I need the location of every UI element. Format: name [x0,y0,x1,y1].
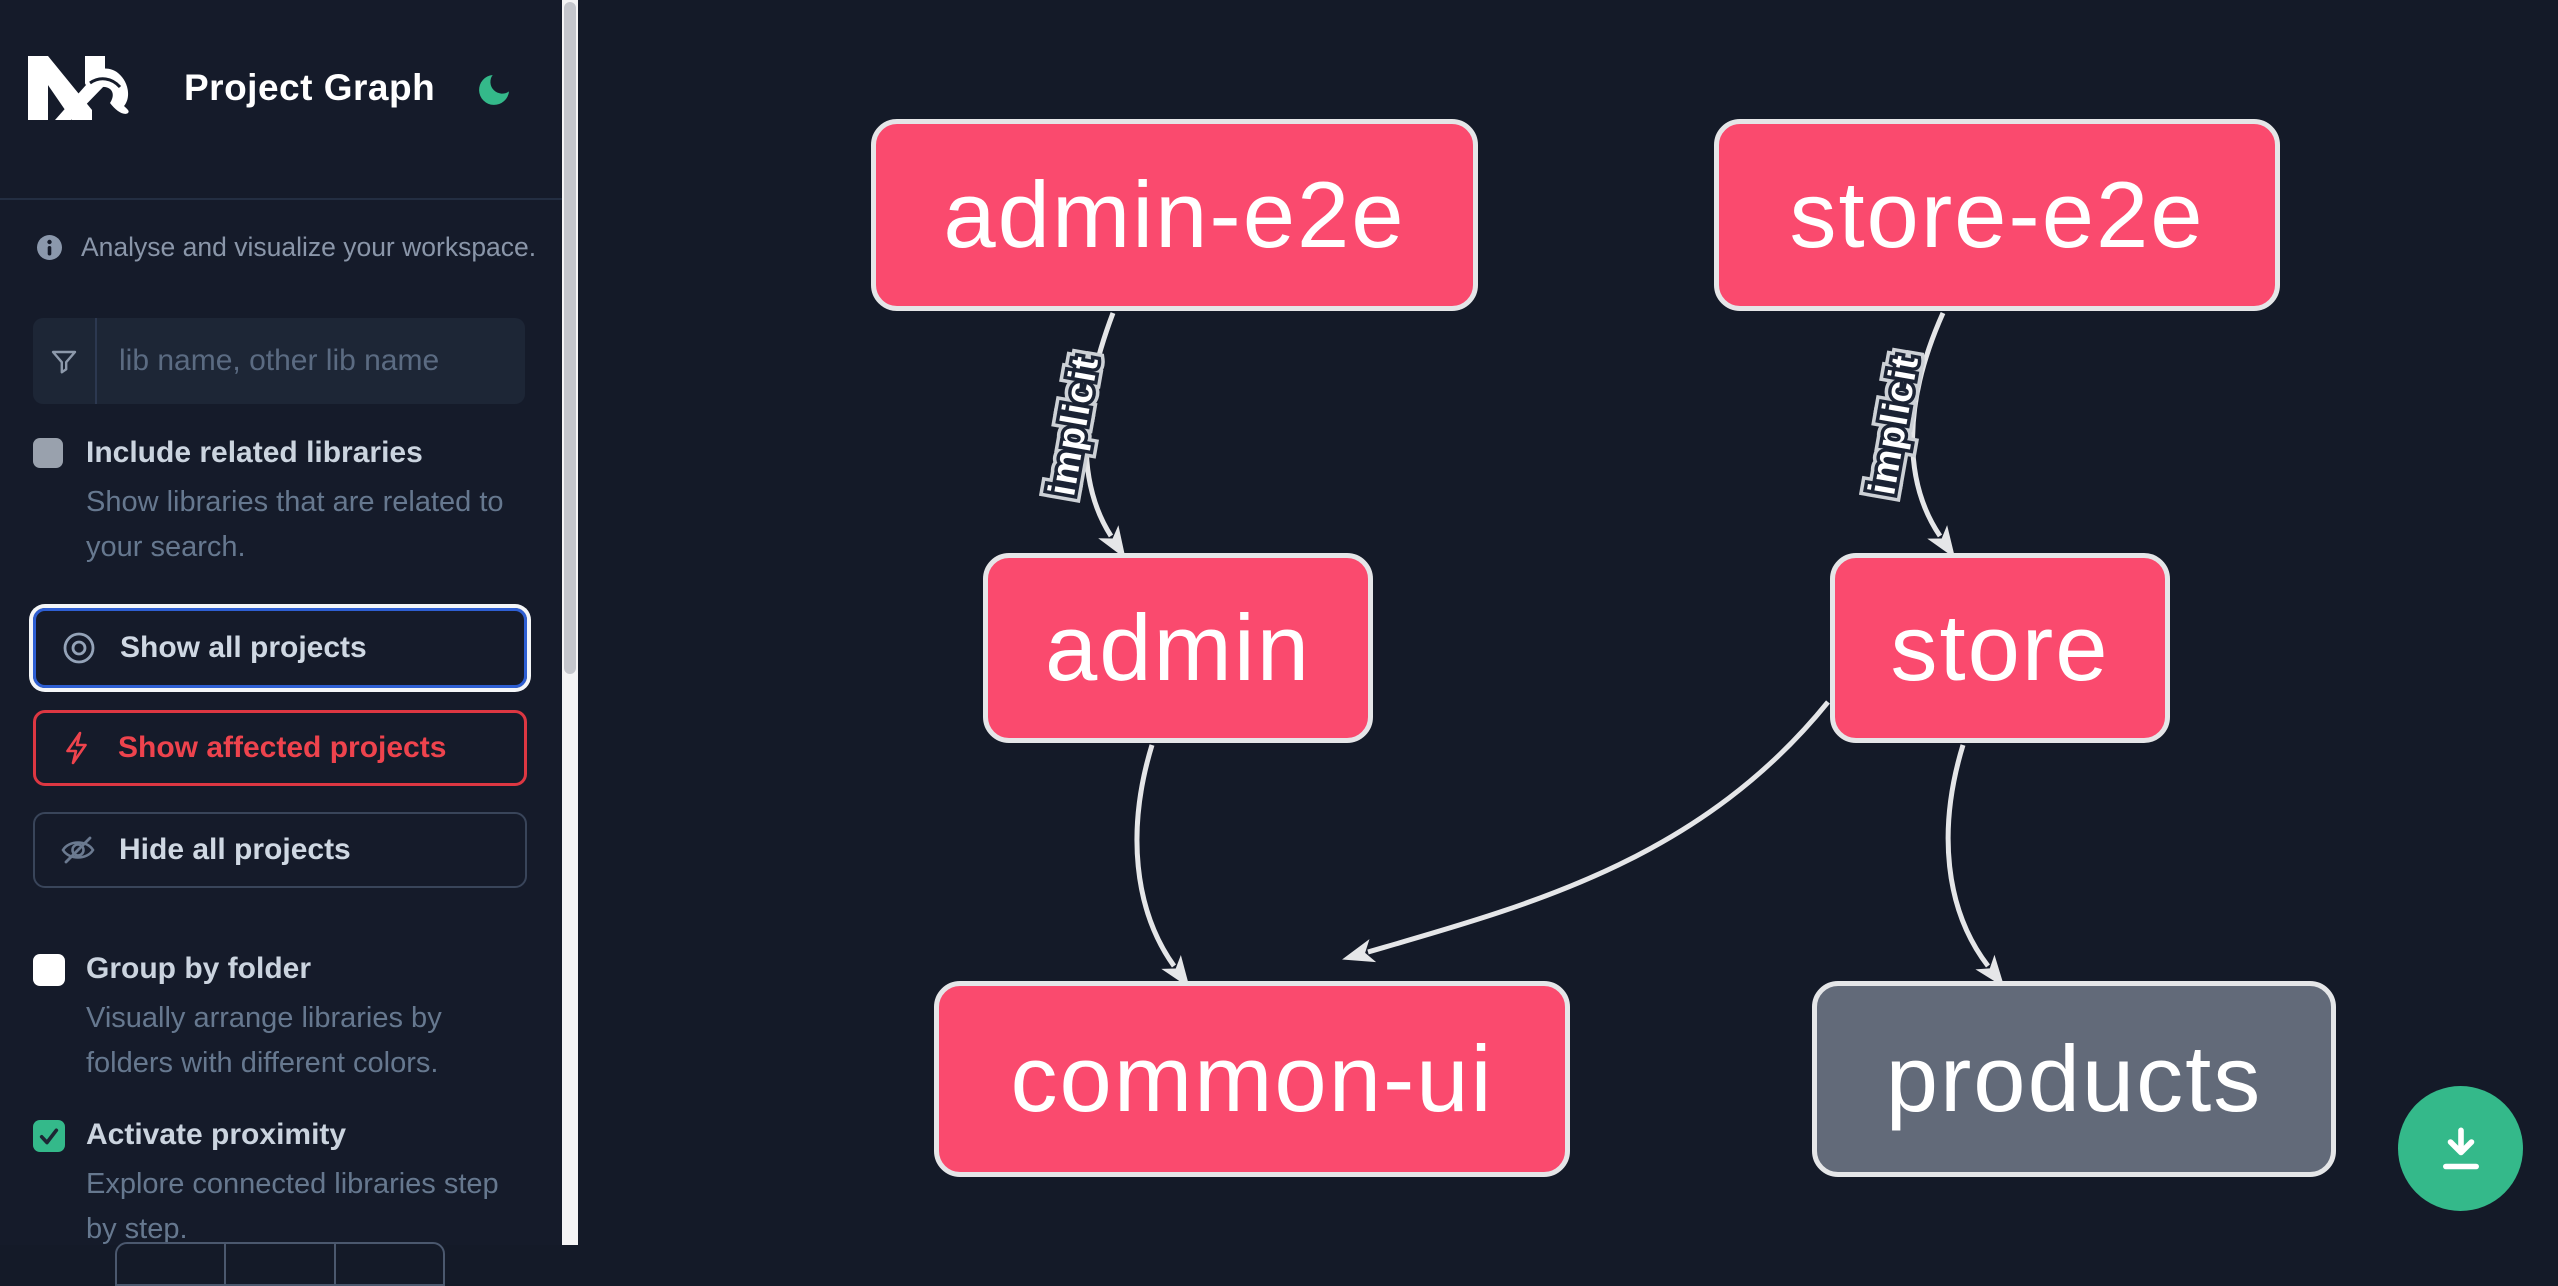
graph-node-store[interactable]: store [1830,553,2170,743]
edge-label-implicit-left: implicit implicit implicit [1034,346,1114,506]
show-all-projects-button[interactable]: Show all projects [33,608,527,688]
info-icon [37,235,62,260]
nx-logo-icon [28,56,129,120]
option-description: Visually arrange libraries by folders wi… [86,1002,442,1079]
option-group-by-folder: Group by folder Visually arrange librari… [33,952,527,1086]
option-label: Include related libraries [86,436,423,469]
project-graph-canvas[interactable]: implicit implicit implicit implicit impl… [578,0,2558,1245]
option-include-related-libraries: Include related libraries Show libraries… [33,436,527,570]
checkbox-include-related[interactable] [33,438,63,468]
edge-admin-common-ui [1134,744,1190,988]
dark-mode-moon-icon[interactable] [474,70,514,110]
segment-button[interactable] [117,1244,227,1284]
checkbox-group-by-folder[interactable] [33,954,65,986]
search-box [33,318,525,404]
option-label: Activate proximity [86,1118,347,1151]
option-description: Explore connected libraries step by step… [86,1168,499,1245]
bolt-icon [66,731,87,765]
edge-store-products [1945,744,2005,988]
tagline: Analyse and visualize your workspace. [81,232,537,262]
scrollbar-thumb[interactable] [564,2,576,674]
search-input[interactable] [97,318,525,404]
edge-store-e2e-store [1910,311,1956,559]
graph-node-store-e2e[interactable]: store-e2e [1714,119,2280,311]
download-image-button[interactable] [2398,1086,2523,1211]
eye-off-icon [61,836,95,864]
page-title: Project Graph [184,67,436,108]
sidebar-scrollbar[interactable] [562,0,578,1245]
checkbox-activate-proximity[interactable] [33,1120,65,1152]
sidebar: Project Graph Analyse and visualize your… [0,0,562,1286]
download-icon [2442,1127,2479,1169]
show-affected-projects-button[interactable]: Show affected projects [33,710,527,786]
graph-edges: implicit implicit implicit implicit impl… [1034,311,2005,988]
hide-all-projects-button[interactable]: Hide all projects [33,812,527,888]
button-label: Show all projects [120,631,367,664]
segment-button[interactable] [336,1244,443,1284]
edge-store-common-ui [1342,700,1830,963]
graph-node-admin[interactable]: admin [983,553,1373,743]
graph-node-products[interactable]: products [1812,981,2336,1177]
checkmark-icon [39,1128,59,1145]
svg-text:implicit: implicit [1041,353,1107,499]
header-divider [0,198,562,200]
option-description: Show libraries that are related to your … [86,486,504,563]
option-activate-proximity: Activate proximity Explore connected lib… [33,1118,527,1252]
edge-admin-e2e-admin [1083,312,1126,559]
button-label: Hide all projects [119,833,351,866]
graph-node-admin-e2e[interactable]: admin-e2e [871,119,1478,311]
layout-direction-control[interactable] [115,1242,445,1286]
segment-button[interactable] [226,1244,336,1284]
graph-node-common-ui[interactable]: common-ui [934,981,1570,1177]
button-label: Show affected projects [118,731,447,764]
option-label: Group by folder [86,952,311,985]
eye-icon [63,632,95,664]
filter-funnel-icon [33,318,97,404]
